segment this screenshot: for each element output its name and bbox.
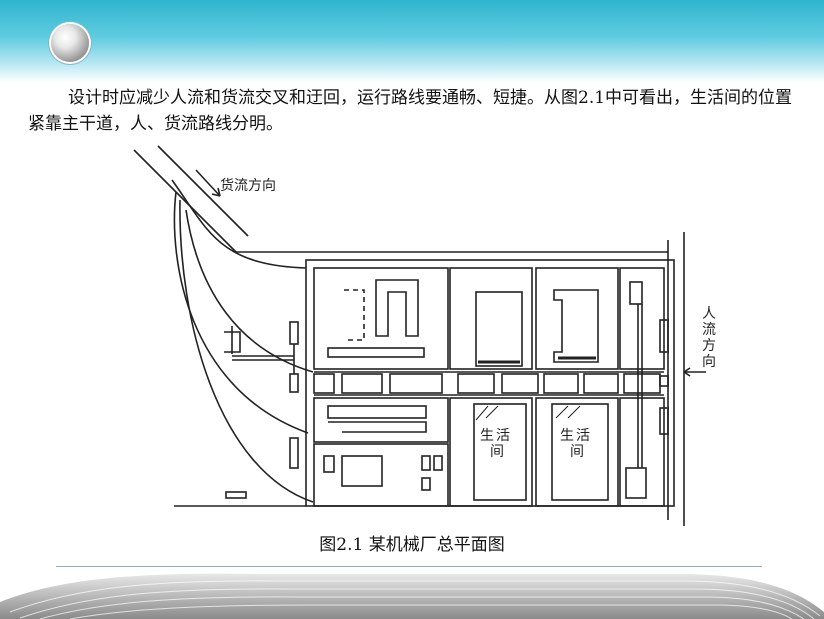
living-room-2-char-1: 生: [560, 428, 574, 444]
living-room-1-char-2: 活: [496, 428, 510, 444]
freight-direction-label: 货流方向: [220, 177, 276, 194]
people-direction-char-1: 人: [702, 306, 716, 322]
header-band: [0, 0, 824, 82]
people-direction-char-3: 方: [702, 338, 716, 354]
living-room-2-char-2: 活: [576, 428, 590, 444]
people-direction-char-4: 向: [702, 354, 716, 370]
living-room-1-char-1: 生: [480, 428, 494, 444]
figure-caption: 图2.1 某机械厂总平面图: [319, 535, 505, 555]
footer-wave-decoration: [0, 572, 824, 619]
living-room-2-char-3: 间: [570, 444, 584, 460]
footer-divider: [56, 566, 762, 567]
living-room-1-char-3: 间: [490, 444, 504, 460]
intro-paragraph: 设计时应减少人流和货流交叉和迂回，运行路线要通畅、短捷。从图2.1中可看出，生活…: [28, 88, 793, 134]
site-plan-figure: 货流方向 人 流 方 向 生 活 间 生 活 间: [128, 140, 731, 532]
sphere-bullet-icon: [51, 24, 89, 62]
site-plan-drawing: 货流方向 人 流 方 向 生 活 间 生 活 间: [133, 145, 716, 526]
people-direction-char-2: 流: [702, 322, 716, 338]
